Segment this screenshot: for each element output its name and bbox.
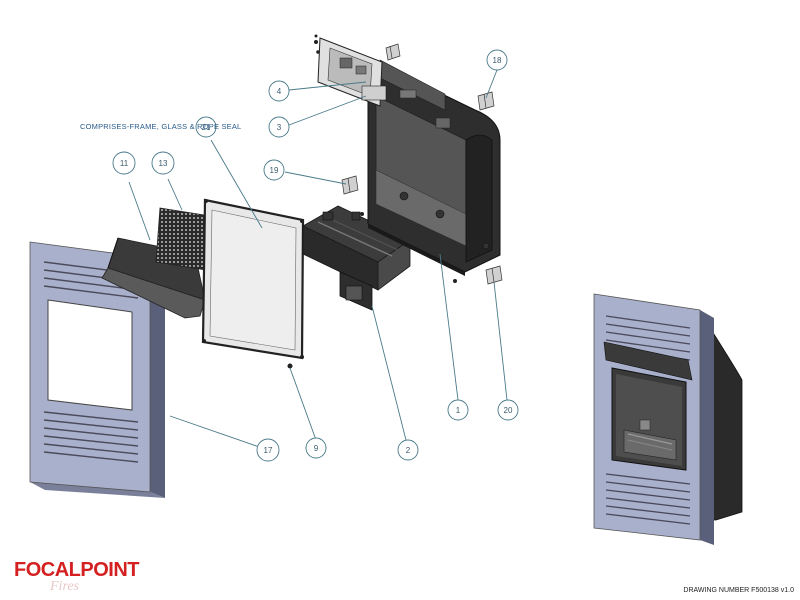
bracket-part-19 — [341, 175, 364, 216]
svg-text:21: 21 — [202, 123, 211, 132]
bracket-part-18-top — [385, 43, 401, 61]
assembled-fire-view — [593, 293, 743, 545]
svg-text:3: 3 — [277, 123, 282, 132]
svg-text:17: 17 — [264, 446, 273, 455]
outer-frame-part-17 — [29, 241, 165, 498]
svg-text:19: 19 — [270, 166, 279, 175]
callout-20: 20 — [497, 399, 519, 421]
svg-text:9: 9 — [314, 444, 319, 453]
glass-frame-part-21 — [201, 198, 305, 369]
logo-script-watermark: Fires — [50, 579, 80, 594]
bracket-part-18 — [477, 91, 495, 111]
callout-11: 11 — [112, 151, 136, 175]
leader-lines — [128, 69, 508, 451]
callout-13: 13 — [151, 151, 175, 175]
burner-part-2 — [302, 205, 411, 311]
callout-21: 21 — [195, 116, 217, 138]
focalpoint-logo: FOCALPOINT Fires — [10, 555, 140, 600]
callout-18: 18 — [486, 49, 508, 71]
svg-text:4: 4 — [277, 87, 282, 96]
callout-1: 1 — [447, 399, 469, 421]
svg-text:1: 1 — [456, 406, 461, 415]
svg-text:20: 20 — [504, 406, 513, 415]
callout-2: 2 — [397, 439, 419, 461]
logo-brand-text: FOCALPOINT — [14, 559, 140, 581]
svg-text:18: 18 — [493, 56, 502, 65]
callout-17: 17 — [256, 438, 280, 462]
callout-9: 9 — [305, 437, 327, 459]
callout-3: 3 — [268, 116, 290, 138]
callout-4: 4 — [268, 80, 290, 102]
control-plate-part-3-4 — [314, 34, 387, 107]
bracket-part-20 — [453, 265, 503, 285]
svg-text:11: 11 — [120, 159, 129, 168]
svg-text:2: 2 — [406, 446, 411, 455]
frame-glass-note: COMPRISES-FRAME, GLASS & ROPE SEAL — [80, 122, 242, 131]
svg-text:13: 13 — [159, 159, 168, 168]
callout-19: 19 — [263, 159, 285, 181]
drawing-number: DRAWING NUMBER F500138 v1.0 — [683, 587, 794, 594]
firebox-part-1 — [367, 57, 501, 276]
